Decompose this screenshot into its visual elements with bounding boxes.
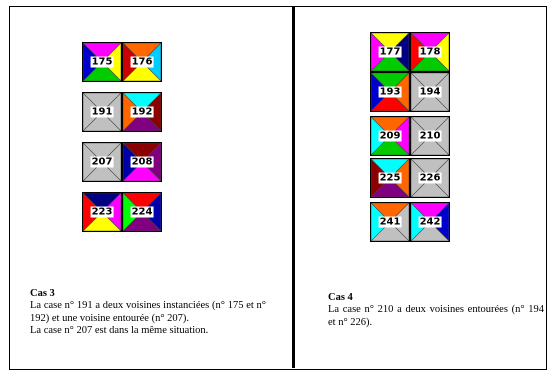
- tile-number: 210: [418, 130, 442, 142]
- tile-pattern: [411, 203, 449, 241]
- caption-paragraph: La case n° 207 est dans la même situatio…: [30, 324, 209, 336]
- tile-number: 178: [418, 46, 442, 58]
- tile-223: 223: [82, 192, 122, 232]
- tile-209: 209: [370, 116, 410, 156]
- tile-number: 241: [378, 216, 402, 228]
- tile-number: 175: [90, 56, 114, 68]
- tile-number: 224: [130, 206, 154, 218]
- tile-number: 242: [418, 216, 442, 228]
- tile-208: 208: [122, 142, 162, 182]
- tile-number: 193: [378, 86, 402, 98]
- caption-paragraph: La case n° 191 a deux voisines instancié…: [30, 300, 266, 324]
- tile-number: 226: [418, 172, 442, 184]
- page-frame: [9, 6, 547, 370]
- tile-226: 226: [410, 158, 450, 198]
- caption-title: Cas 3: [30, 288, 55, 299]
- tile-225: 225: [370, 158, 410, 198]
- tile-number: 177: [378, 46, 402, 58]
- tile-193: 193: [370, 72, 410, 112]
- tile-241: 241: [370, 202, 410, 242]
- tile-number: 225: [378, 172, 402, 184]
- tile-number: 223: [90, 206, 114, 218]
- tile-176: 176: [122, 42, 162, 82]
- tile-number: 208: [130, 156, 154, 168]
- tile-number: 207: [90, 156, 114, 168]
- caption-title: Cas 4: [328, 292, 353, 303]
- caption-cas-4: Cas 4 La case n° 210 a deux voisines ent…: [328, 292, 544, 329]
- tile-number: 209: [378, 130, 402, 142]
- tile-194: 194: [410, 72, 450, 112]
- tile-207: 207: [82, 142, 122, 182]
- tile-224: 224: [122, 192, 162, 232]
- tile-175: 175: [82, 42, 122, 82]
- tile-191: 191: [82, 92, 122, 132]
- tile-number: 191: [90, 106, 114, 118]
- tile-210: 210: [410, 116, 450, 156]
- caption-paragraph: La case n° 210 a deux voisines entourées…: [328, 304, 544, 328]
- column-divider: [292, 6, 295, 368]
- tile-number: 176: [130, 56, 154, 68]
- tile-178: 178: [410, 32, 450, 72]
- caption-cas-3: Cas 3 La case n° 191 a deux voisines ins…: [30, 288, 266, 337]
- tile-number: 194: [418, 86, 442, 98]
- tile-242: 242: [410, 202, 450, 242]
- tile-192: 192: [122, 92, 162, 132]
- tile-177: 177: [370, 32, 410, 72]
- tile-number: 192: [130, 106, 154, 118]
